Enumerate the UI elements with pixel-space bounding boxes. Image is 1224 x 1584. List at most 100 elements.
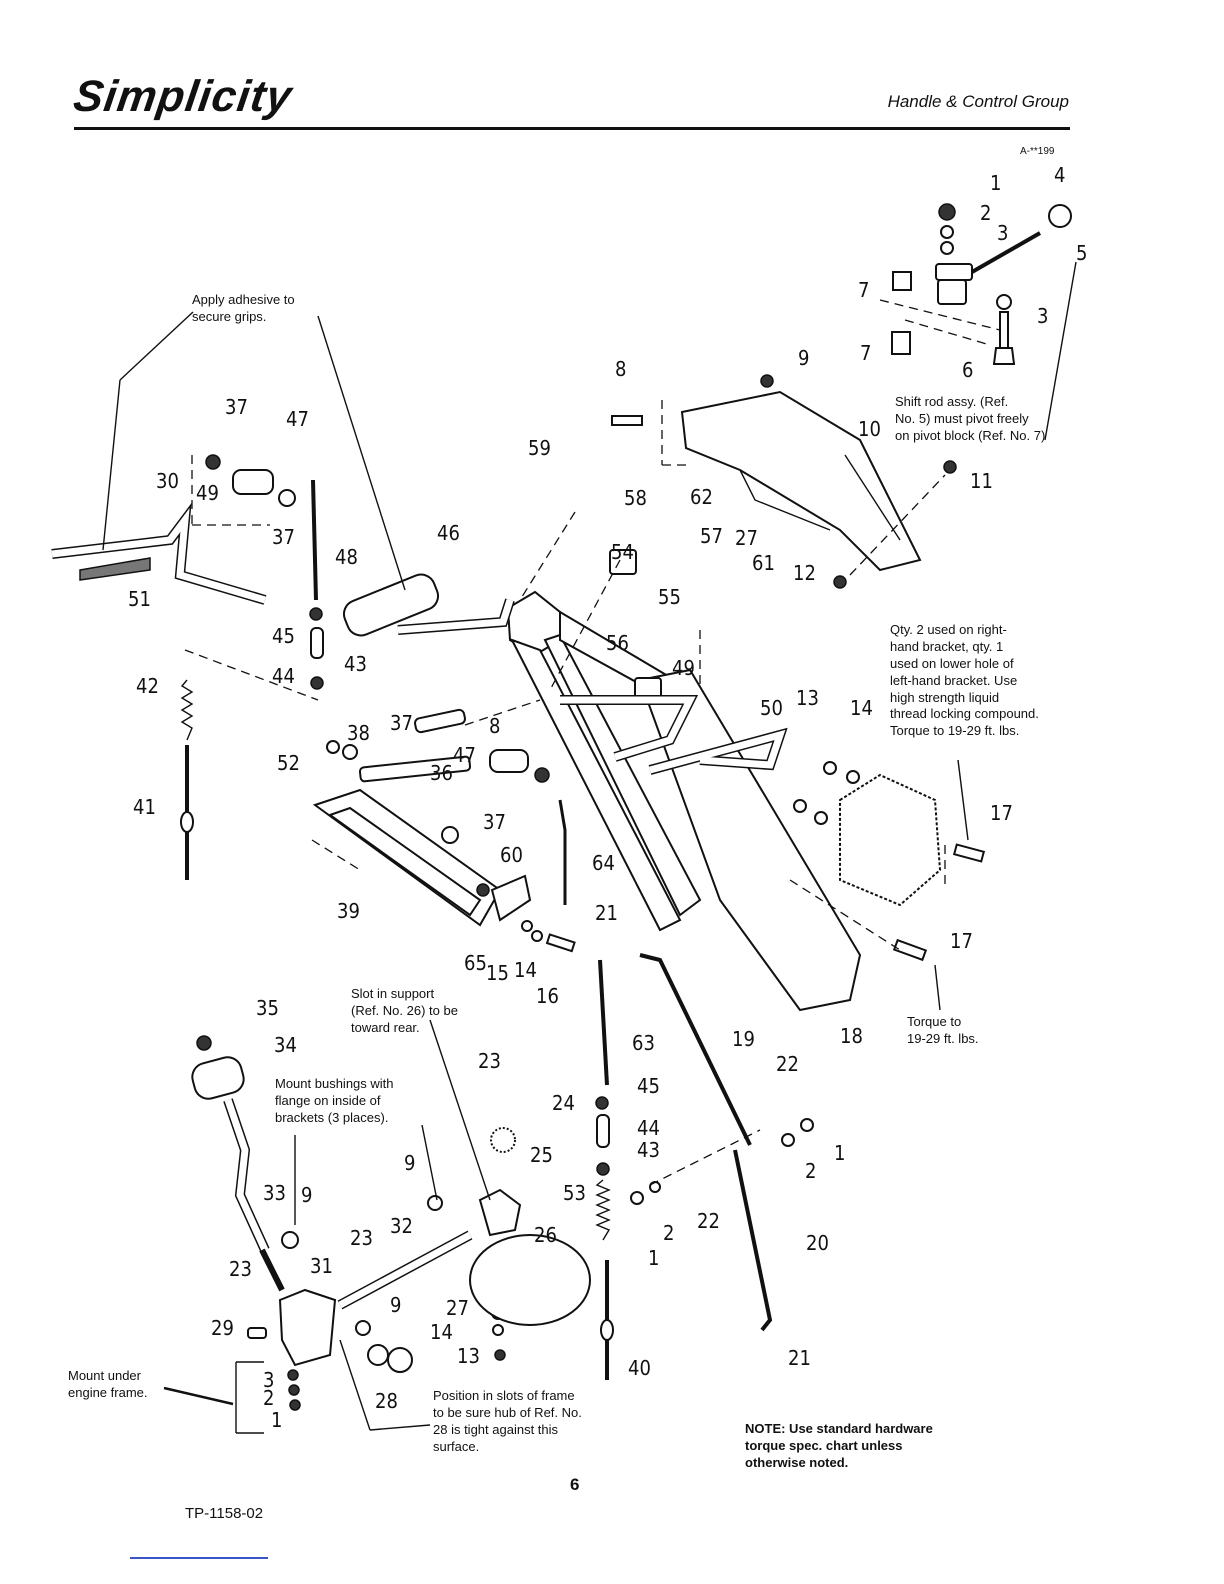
callout-label: 9 [390, 1293, 401, 1317]
callout-label: 15 [486, 961, 509, 985]
callout-label: 9 [404, 1151, 415, 1175]
callout-label: 57 [700, 524, 723, 548]
callout-label: 21 [788, 1346, 811, 1370]
callout-label: 42 [136, 674, 159, 698]
callout-label: 41 [133, 795, 156, 819]
callout-label: 2 [805, 1159, 816, 1183]
callout-label: 35 [256, 996, 279, 1020]
callout-label: 11 [970, 469, 993, 493]
callout-label: 16 [536, 984, 559, 1008]
callout-label: 60 [500, 843, 523, 867]
page-number: 6 [570, 1475, 580, 1494]
callout-label: 12 [793, 561, 816, 585]
callout-label: 5 [1076, 241, 1087, 265]
callout-label: 22 [697, 1209, 720, 1233]
note-shift-rod: Shift rod assy. (Ref. No. 5) must pivot … [895, 394, 1046, 443]
callout-label: 50 [760, 696, 783, 720]
callout-label: 58 [624, 486, 647, 510]
link-underline [130, 1557, 268, 1559]
note-torque: Torque to 19-29 ft. lbs. [907, 1014, 979, 1046]
callout-label: 63 [632, 1031, 655, 1055]
callout-label: 65 [464, 951, 487, 975]
callout-label: 43 [637, 1138, 660, 1162]
section-title: Handle & Control Group [887, 92, 1069, 111]
callout-label: 27 [446, 1296, 469, 1320]
callout-label: 8 [615, 357, 626, 381]
callout-label: 56 [606, 631, 629, 655]
callout-label: 3 [997, 221, 1008, 245]
callout-label: 21 [595, 901, 618, 925]
callout-label: 23 [350, 1226, 373, 1250]
callout-label: 7 [858, 278, 869, 302]
callout-label: 61 [752, 551, 775, 575]
callout-label: 20 [806, 1231, 829, 1255]
callout-label: 8 [489, 714, 500, 738]
callout-label: 30 [156, 469, 179, 493]
note-mount-under: Mount under engine frame. [68, 1368, 148, 1400]
callout-label: 2 [263, 1386, 274, 1410]
callout-label: 6 [962, 358, 973, 382]
callout-label: 51 [128, 587, 151, 611]
callout-label: 37 [390, 711, 413, 735]
callout-label: 9 [798, 346, 809, 370]
callout-label: 14 [430, 1320, 453, 1344]
callout-label: 43 [344, 652, 367, 676]
callout-label: 40 [628, 1356, 651, 1380]
callout-label: 33 [263, 1181, 286, 1205]
callout-label: 7 [860, 341, 871, 365]
callout-label: 29 [211, 1316, 234, 1340]
callout-label: 1 [990, 171, 1001, 195]
callout-label: 3 [263, 1368, 274, 1392]
callout-label: 31 [310, 1254, 333, 1278]
note-position-slots: Position in slots of frame to be sure hu… [433, 1388, 582, 1454]
note-hardware: NOTE: Use standard hardware torque spec.… [745, 1421, 933, 1470]
callout-label: 24 [552, 1091, 575, 1115]
callout-label: 17 [990, 801, 1013, 825]
callout-label: 37 [272, 525, 295, 549]
callout-label: 18 [840, 1024, 863, 1048]
right-bracket [789, 761, 986, 962]
callout-label: 55 [658, 585, 681, 609]
callout-label: 26 [534, 1223, 557, 1247]
callout-label: 34 [274, 1033, 297, 1057]
callout-label: 49 [672, 656, 695, 680]
callout-label: 19 [732, 1027, 755, 1051]
figure-code: A-**199 [1020, 146, 1055, 157]
shift-lever-left [51, 454, 324, 701]
callout-label: 36 [430, 761, 453, 785]
callout-label: 3 [1037, 304, 1048, 328]
callout-numbers: 1 2 3 4 5 7 7 3 6 9 8 10 11 12 59 58 62 … [128, 163, 1087, 1432]
callout-label: 1 [648, 1246, 659, 1270]
bottom-linkage [163, 1035, 591, 1434]
callout-label: 59 [528, 436, 551, 460]
callout-label: 2 [980, 201, 991, 225]
handle-frame [342, 511, 862, 1012]
callout-label: 1 [834, 1141, 845, 1165]
callout-label: 22 [776, 1052, 799, 1076]
callout-label: 45 [637, 1074, 660, 1098]
callout-label: 37 [483, 810, 506, 834]
callout-label: 13 [796, 686, 819, 710]
callout-label: 39 [337, 899, 360, 923]
callout-label: 27 [735, 526, 758, 550]
lower-control-rods [595, 953, 814, 1380]
callout-label: 2 [663, 1221, 674, 1245]
callout-label: 44 [272, 664, 295, 688]
callout-label: 37 [225, 395, 248, 419]
header-rule [74, 127, 1070, 130]
callout-label: 64 [592, 851, 615, 875]
shift-rod-assembly [879, 203, 1072, 365]
callout-label: 49 [196, 481, 219, 505]
note-bracket-qty: Qty. 2 used on right- hand bracket, qty.… [890, 622, 1039, 739]
callout-label: 52 [277, 751, 300, 775]
callout-label: 14 [850, 696, 873, 720]
callout-label: 14 [514, 958, 537, 982]
callout-label: 23 [229, 1257, 252, 1281]
callout-label: 28 [375, 1389, 398, 1413]
callout-label: 48 [335, 545, 358, 569]
note-bushings: Mount bushings with flange on inside of … [275, 1076, 394, 1125]
control-console [611, 374, 957, 589]
callout-label: 1 [271, 1408, 282, 1432]
callout-label: 38 [347, 721, 370, 745]
